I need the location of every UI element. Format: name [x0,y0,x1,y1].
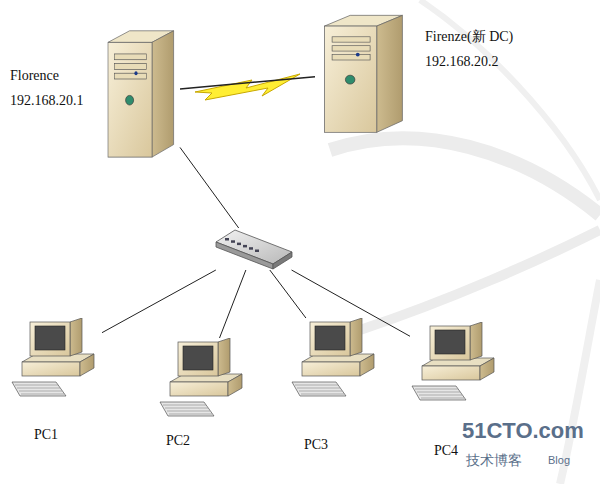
ip-address: 192.168.20.1 [10,88,84,113]
watermark-text: 技术博客 [466,452,522,470]
server-name: Florence [10,63,84,88]
server-icon [315,10,410,135]
label-group: PC1 [34,422,58,447]
ip-address: 192.168.20.2 [425,49,513,74]
lightning-bolt [195,74,300,100]
label-group: PC3 [304,432,328,457]
switch-node [215,228,293,270]
server-name: Firenze(新 DC) [425,24,513,49]
lan-cable [102,270,216,333]
label-group: Firenze(新 DC)192.168.20.2 [425,24,513,74]
pc-icon [158,338,250,418]
pc-node: PC2 [158,338,250,418]
pc-node: PC3 [290,318,382,398]
pc-node: PC1 [10,318,102,398]
server-icon [100,25,180,160]
lan-cable [220,270,246,338]
pc-name: PC2 [166,428,190,453]
pc-icon [410,322,502,402]
pc-name: PC4 [434,438,458,463]
label-group: Florence192.168.20.1 [10,63,84,113]
watermark-site: 51CTO.com [462,418,584,444]
pc-name: PC3 [304,432,328,457]
pc-name: PC1 [34,422,58,447]
pc-icon [10,318,102,398]
label-group: PC4 [434,438,458,463]
wan-link [180,77,315,89]
server-node: Florence192.168.20.1 [100,25,180,160]
lan-cable [270,270,306,318]
watermark-blog: Blog [548,454,570,466]
lan-cable [180,147,239,228]
switch-icon [215,228,293,270]
pc-icon [290,318,382,398]
label-group: PC2 [166,428,190,453]
pc-node: PC4 [410,322,502,402]
server-node: Firenze(新 DC)192.168.20.2 [315,10,410,135]
